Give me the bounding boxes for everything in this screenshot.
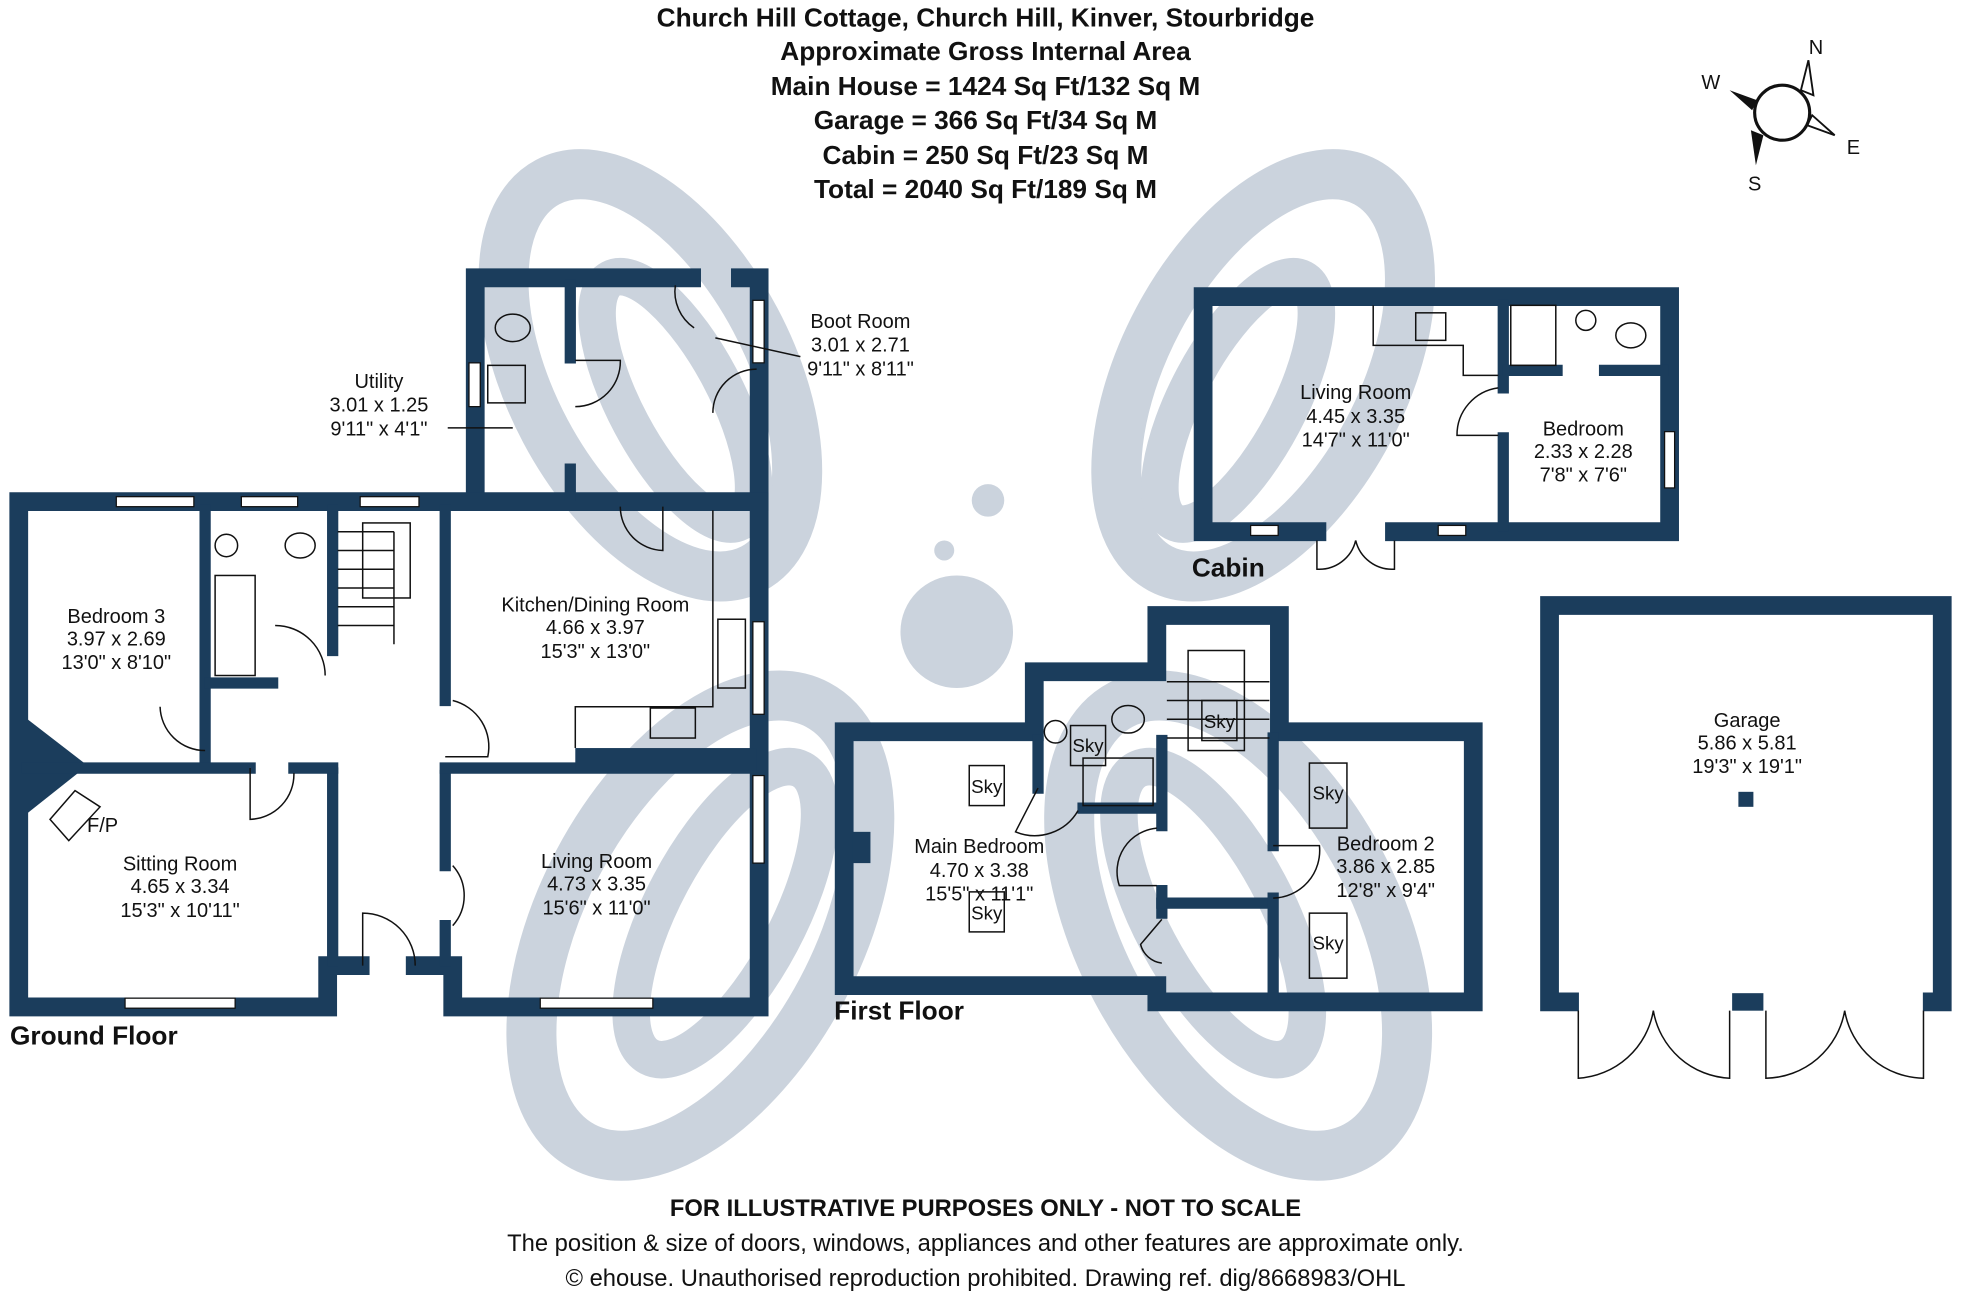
property-title: Church Hill Cottage, Church Hill, Kinver… xyxy=(657,2,1315,32)
main-bedroom-name: Main Bedroom xyxy=(914,836,1044,858)
kitchen-name: Kitchen/Dining Room xyxy=(501,595,689,617)
living-room-name: Living Room xyxy=(541,851,652,873)
bedroom2-metric: 3.86 x 2.85 xyxy=(1336,856,1435,878)
cabin-living-metric: 4.45 x 3.35 xyxy=(1306,406,1405,428)
bedroom2-imperial: 12'8" x 9'4" xyxy=(1336,880,1435,902)
utility-name: Utility xyxy=(354,371,403,393)
boot-room-metric: 3.01 x 2.71 xyxy=(811,335,910,357)
compass-icon: N W E S xyxy=(1701,37,1860,195)
living-room-imperial: 15'6" x 11'0" xyxy=(542,897,650,919)
cabin-label: Cabin xyxy=(1192,553,1265,583)
first-floor-plan: Sky Sky Sky Sky Sky Sky Main Bedroom 4.7… xyxy=(834,606,1483,1025)
bedroom2-name: Bedroom 2 xyxy=(1337,834,1435,856)
garage-plan: Garage 5.86 x 5.81 19'3" x 19'1" xyxy=(1540,596,1952,1080)
boot-room-name: Boot Room xyxy=(810,311,910,333)
first-floor-label: First Floor xyxy=(834,995,964,1025)
garage-name: Garage xyxy=(1714,710,1781,732)
garage-imperial: 19'3" x 19'1" xyxy=(1692,756,1802,778)
ground-floor-label: Ground Floor xyxy=(10,1020,178,1050)
bedroom3-metric: 3.97 x 2.69 xyxy=(67,628,166,650)
cabin-plan: Living Room 4.45 x 3.35 14'7" x 11'0" Be… xyxy=(1192,287,1679,583)
area-subtitle: Approximate Gross Internal Area xyxy=(780,36,1191,66)
area-main-house: Main House = 1424 Sq Ft/132 Sq M xyxy=(771,71,1201,101)
boot-room-imperial: 9'11" x 8'11" xyxy=(807,358,914,380)
sitting-room-imperial: 15'3" x 10'11" xyxy=(120,900,239,922)
utility-metric: 3.01 x 1.25 xyxy=(329,395,428,417)
cabin-bedroom-imperial: 7'8" x 7'6" xyxy=(1540,465,1627,487)
sitting-room-name: Sitting Room xyxy=(123,854,237,876)
approximation-note: The position & size of doors, windows, a… xyxy=(507,1230,1464,1257)
main-bedroom-metric: 4.70 x 3.38 xyxy=(930,860,1029,882)
skylight-label: Sky xyxy=(1072,735,1104,756)
skylight-icons: Sky Sky Sky Sky Sky Sky xyxy=(968,699,1348,979)
garage-metric: 5.86 x 5.81 xyxy=(1698,732,1797,754)
cabin-bedroom-metric: 2.33 x 2.28 xyxy=(1534,441,1633,463)
skylight-label: Sky xyxy=(971,776,1003,797)
area-cabin: Cabin = 250 Sq Ft/23 Sq M xyxy=(822,140,1148,170)
skylight-label: Sky xyxy=(1204,711,1236,732)
cabin-living-name: Living Room xyxy=(1300,382,1411,404)
header: Church Hill Cottage, Church Hill, Kinver… xyxy=(657,2,1315,203)
bedroom3-name: Bedroom 3 xyxy=(67,606,165,628)
disclaimer: FOR ILLUSTRATIVE PURPOSES ONLY - NOT TO … xyxy=(670,1195,1301,1222)
compass-w: W xyxy=(1701,72,1720,94)
skylight-label: Sky xyxy=(971,902,1003,923)
sitting-room-metric: 4.65 x 3.34 xyxy=(131,876,230,898)
compass-e: E xyxy=(1847,137,1860,159)
utility-imperial: 9'11" x 4'1" xyxy=(330,418,427,440)
cabin-living-imperial: 14'7" x 11'0" xyxy=(1302,430,1410,452)
skylight-label: Sky xyxy=(1313,932,1345,953)
fireplace-label: F/P xyxy=(87,815,118,837)
ground-floor-plan: Utility 3.01 x 1.25 9'11" x 4'1" Boot Ro… xyxy=(9,268,914,1050)
copyright: © ehouse. Unauthorised reproduction proh… xyxy=(565,1265,1405,1292)
area-garage: Garage = 366 Sq Ft/34 Sq M xyxy=(814,105,1158,135)
kitchen-imperial: 15'3" x 13'0" xyxy=(540,641,650,663)
kitchen-metric: 4.66 x 3.97 xyxy=(546,617,645,639)
compass-n: N xyxy=(1809,37,1823,59)
compass-s: S xyxy=(1748,173,1761,195)
skylight-label: Sky xyxy=(1313,782,1345,803)
bedroom3-imperial: 13'0" x 8'10" xyxy=(61,652,171,674)
main-bedroom-imperial: 15'5" x 11'1" xyxy=(925,884,1033,906)
living-room-metric: 4.73 x 3.35 xyxy=(547,874,646,896)
area-total: Total = 2040 Sq Ft/189 Sq M xyxy=(814,174,1157,204)
footer: FOR ILLUSTRATIVE PURPOSES ONLY - NOT TO … xyxy=(507,1195,1464,1292)
cabin-bedroom-name: Bedroom xyxy=(1543,418,1624,440)
